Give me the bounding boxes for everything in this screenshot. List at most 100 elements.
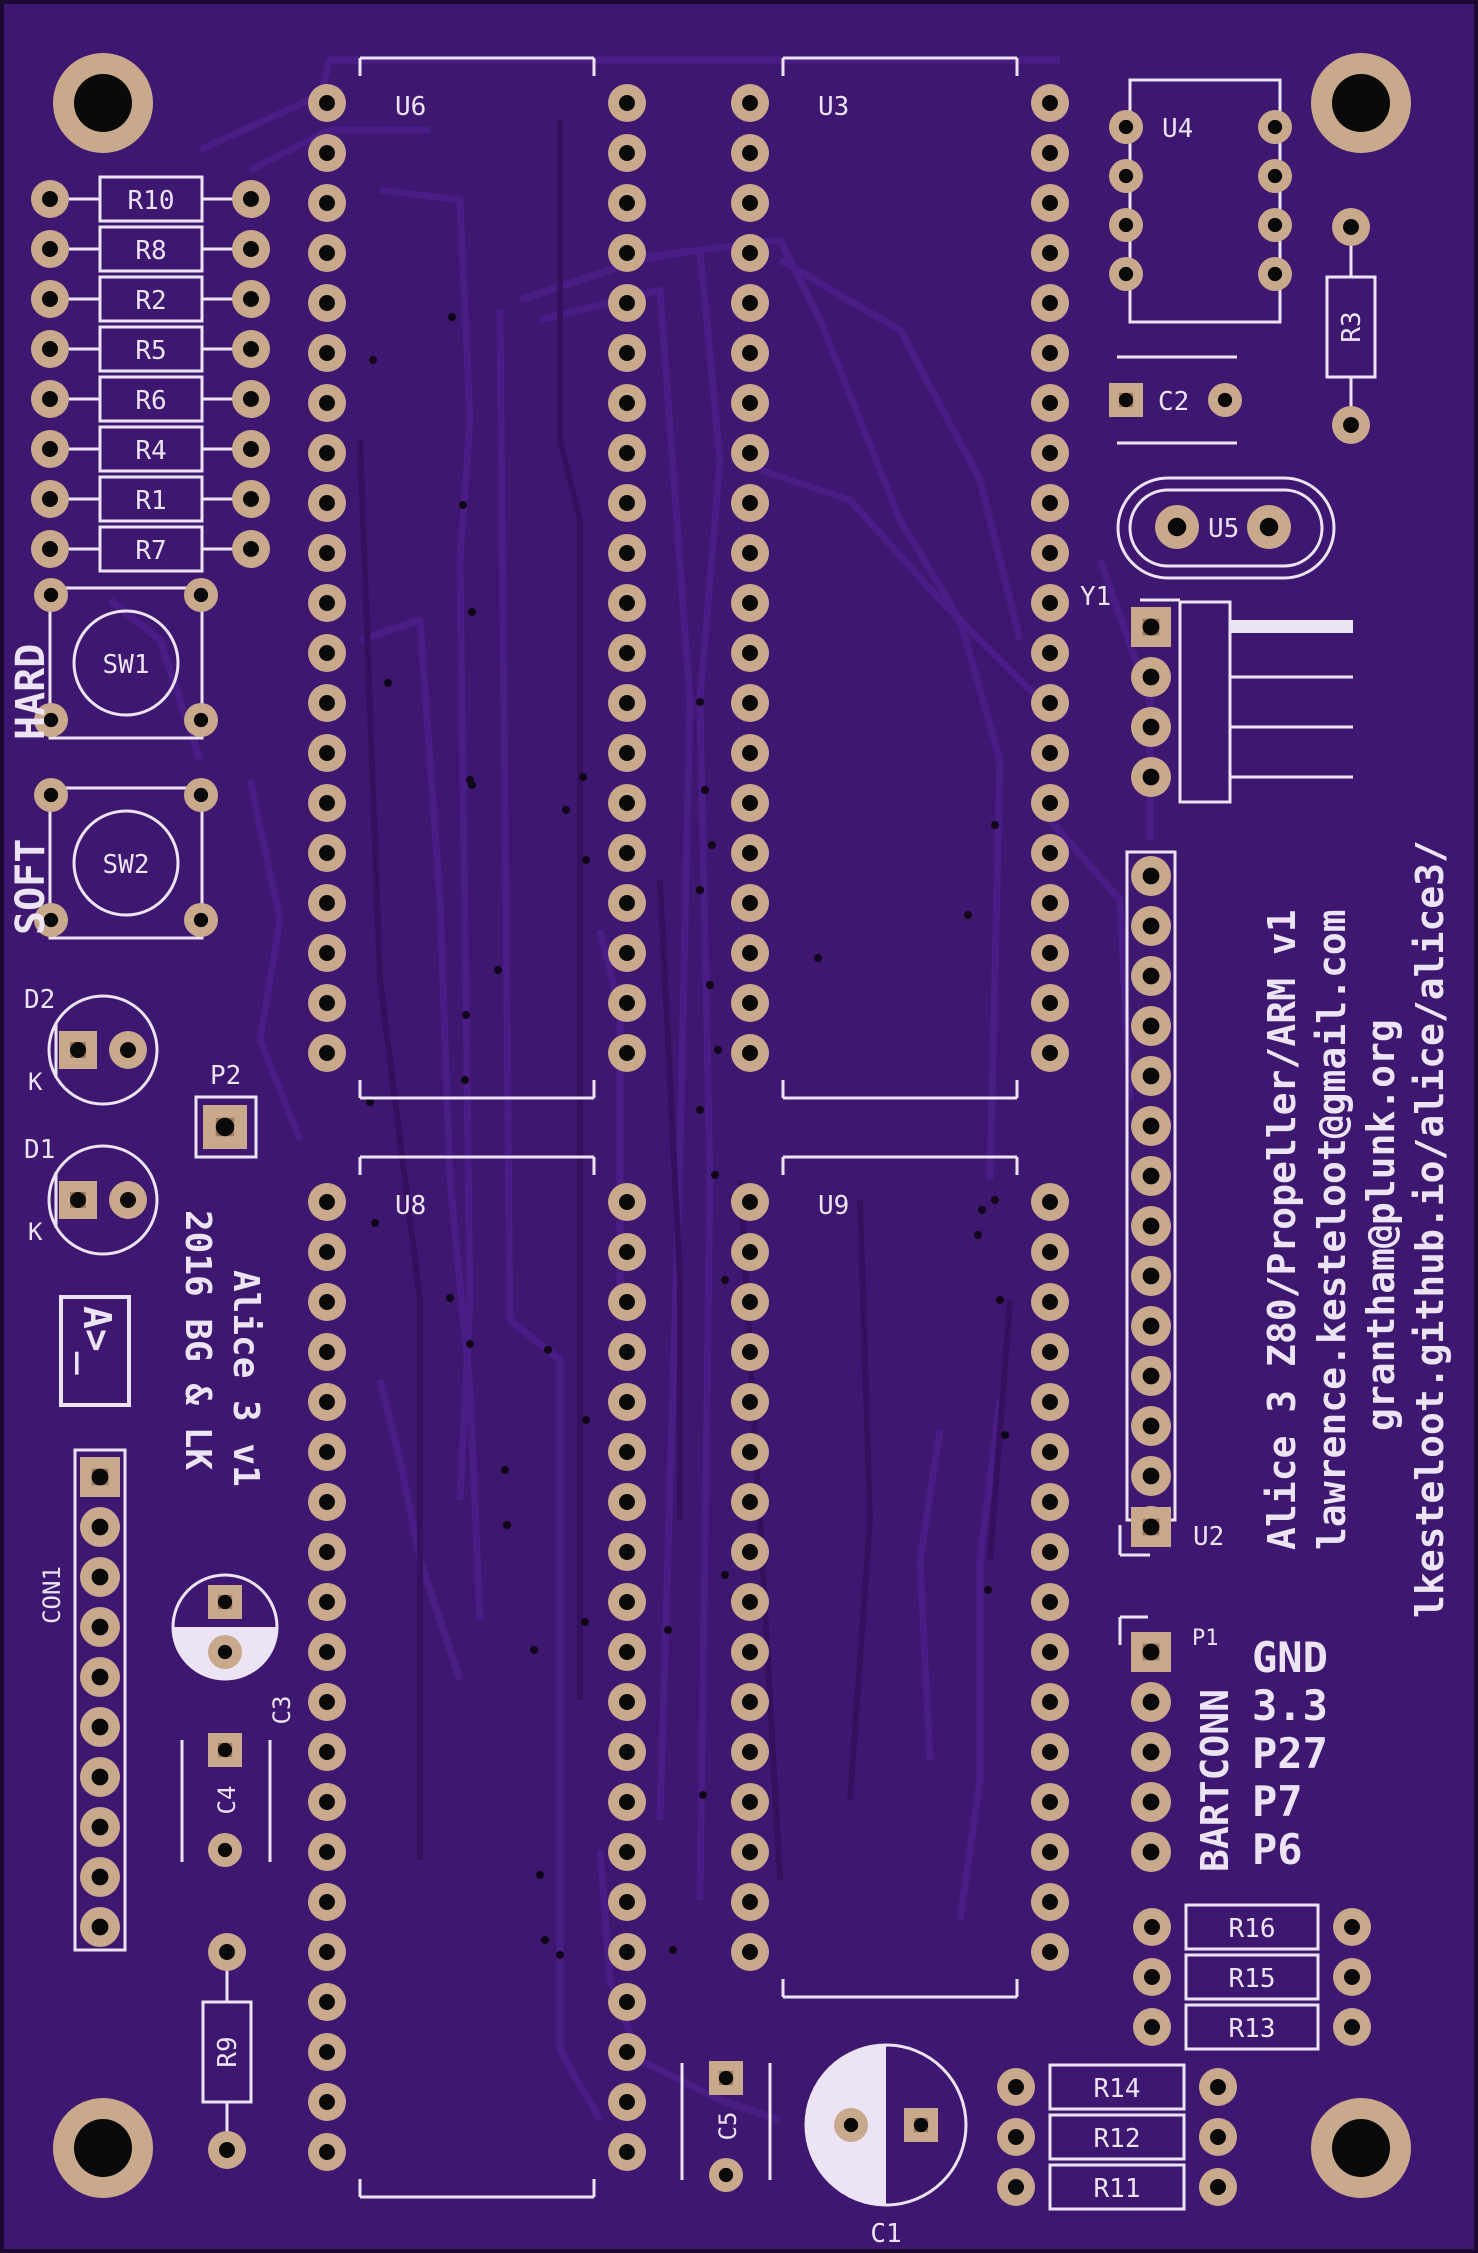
connector-pin xyxy=(80,1557,120,1597)
bart-signal-p6: P6 xyxy=(1252,1825,1303,1874)
led-d1-label: D1 xyxy=(24,1135,55,1165)
via xyxy=(448,313,456,321)
chip-u4 xyxy=(1128,78,1282,324)
chip-pin xyxy=(308,434,346,472)
cap-pad xyxy=(834,2108,868,2142)
mount-hole xyxy=(1311,53,1411,153)
cap-pad xyxy=(1208,383,1242,417)
chip-pin xyxy=(1031,1683,1069,1721)
via xyxy=(696,1106,704,1114)
chip-pin xyxy=(731,134,769,172)
via xyxy=(814,954,822,962)
connector-pin xyxy=(80,1807,120,1847)
connector-pin xyxy=(80,1607,120,1647)
soft-label: SOFT xyxy=(8,839,54,935)
header-pin xyxy=(1131,1256,1171,1296)
header-pin xyxy=(1131,1206,1171,1246)
resistor-label: R13 xyxy=(1229,2014,1276,2044)
resistor-pad xyxy=(997,2068,1035,2106)
via xyxy=(466,1340,474,1348)
chip-pin xyxy=(731,1333,769,1371)
chip-pin xyxy=(731,834,769,872)
resistor xyxy=(1048,2163,1186,2211)
chip-pin xyxy=(308,2133,346,2171)
switch-pad xyxy=(184,778,218,812)
chip-pin xyxy=(731,1233,769,1271)
resistor-pad xyxy=(1199,2118,1237,2156)
chip-pin xyxy=(308,1233,346,1271)
connector-pin xyxy=(80,1457,120,1497)
chip-u8 xyxy=(358,1155,596,2199)
chip-pin xyxy=(1031,1633,1069,1671)
cap-c2-label: C2 xyxy=(1158,387,1189,417)
via xyxy=(706,981,714,989)
chip-con1-label: CON1 xyxy=(38,1566,66,1624)
resistor xyxy=(1048,2063,1186,2111)
info-line-2: lawrence.kesteloot@gmail.com xyxy=(1310,909,1354,1550)
chip-pin xyxy=(308,784,346,822)
via xyxy=(461,1076,469,1084)
resistor-pad xyxy=(1332,208,1370,246)
header-pin xyxy=(1131,1507,1171,1547)
chip-pin xyxy=(608,434,646,472)
header-pin xyxy=(1131,1006,1171,1046)
resistor-label: R5 xyxy=(135,336,166,366)
cap-pad xyxy=(709,2158,743,2192)
via xyxy=(991,1196,999,1204)
info-line-4: lkesteloot.github.io/alice/alice3/ xyxy=(1408,840,1452,1618)
chip-pin xyxy=(308,1783,346,1821)
chip-pin xyxy=(308,1433,346,1471)
chip-pin xyxy=(731,1883,769,1921)
resistor-pad xyxy=(208,1933,246,1971)
chip-pin xyxy=(731,484,769,522)
hard-label: HARD xyxy=(8,644,54,740)
copper-traces xyxy=(107,56,1154,2124)
chip-pin xyxy=(731,1833,769,1871)
chip-pin xyxy=(731,1633,769,1671)
resistor-pad xyxy=(232,530,270,568)
chip-pin xyxy=(308,84,346,122)
led-d2 xyxy=(47,994,159,1106)
logo: A>_ xyxy=(59,1295,131,1407)
resistor-pad xyxy=(31,280,69,318)
resistor-pad xyxy=(232,380,270,418)
resistor-label: R9 xyxy=(213,2036,243,2067)
resistor-label: R4 xyxy=(135,436,166,466)
resistor-label: R6 xyxy=(135,386,166,416)
chip-pin xyxy=(1031,884,1069,922)
chip-u9 xyxy=(781,1155,1019,1999)
resistor-pad xyxy=(31,330,69,368)
resistor-pad xyxy=(31,180,69,218)
connector-pin xyxy=(80,1857,120,1897)
chip-pin xyxy=(1109,159,1143,193)
chip-pin xyxy=(1031,1283,1069,1321)
chip-pin xyxy=(308,1683,346,1721)
via xyxy=(582,1416,590,1424)
chip-u3 xyxy=(781,56,1019,1100)
header-pin xyxy=(1131,1106,1171,1146)
resistor-label: R2 xyxy=(135,286,166,316)
chip-pin xyxy=(1258,110,1292,144)
chip-pin xyxy=(1258,159,1292,193)
chip-pin xyxy=(608,1733,646,1771)
chip-pin xyxy=(1155,505,1199,549)
via xyxy=(711,1171,719,1179)
resistor-pad xyxy=(232,480,270,518)
chip-pin xyxy=(608,584,646,622)
chip-pin xyxy=(731,784,769,822)
cap-pad xyxy=(208,1733,242,1767)
chip-pin xyxy=(308,384,346,422)
chip-pin xyxy=(608,134,646,172)
cap-pad xyxy=(1109,383,1143,417)
cap-pad xyxy=(208,1833,242,1867)
switch-pad xyxy=(34,703,68,737)
chip-pin xyxy=(608,1183,646,1221)
chip-pin xyxy=(308,834,346,872)
chip-pin xyxy=(308,1933,346,1971)
chip-pin xyxy=(1031,334,1069,372)
chip-pin xyxy=(308,1883,346,1921)
resistor-pad xyxy=(31,530,69,568)
resistor-pad xyxy=(232,230,270,268)
chip-pin xyxy=(608,634,646,672)
